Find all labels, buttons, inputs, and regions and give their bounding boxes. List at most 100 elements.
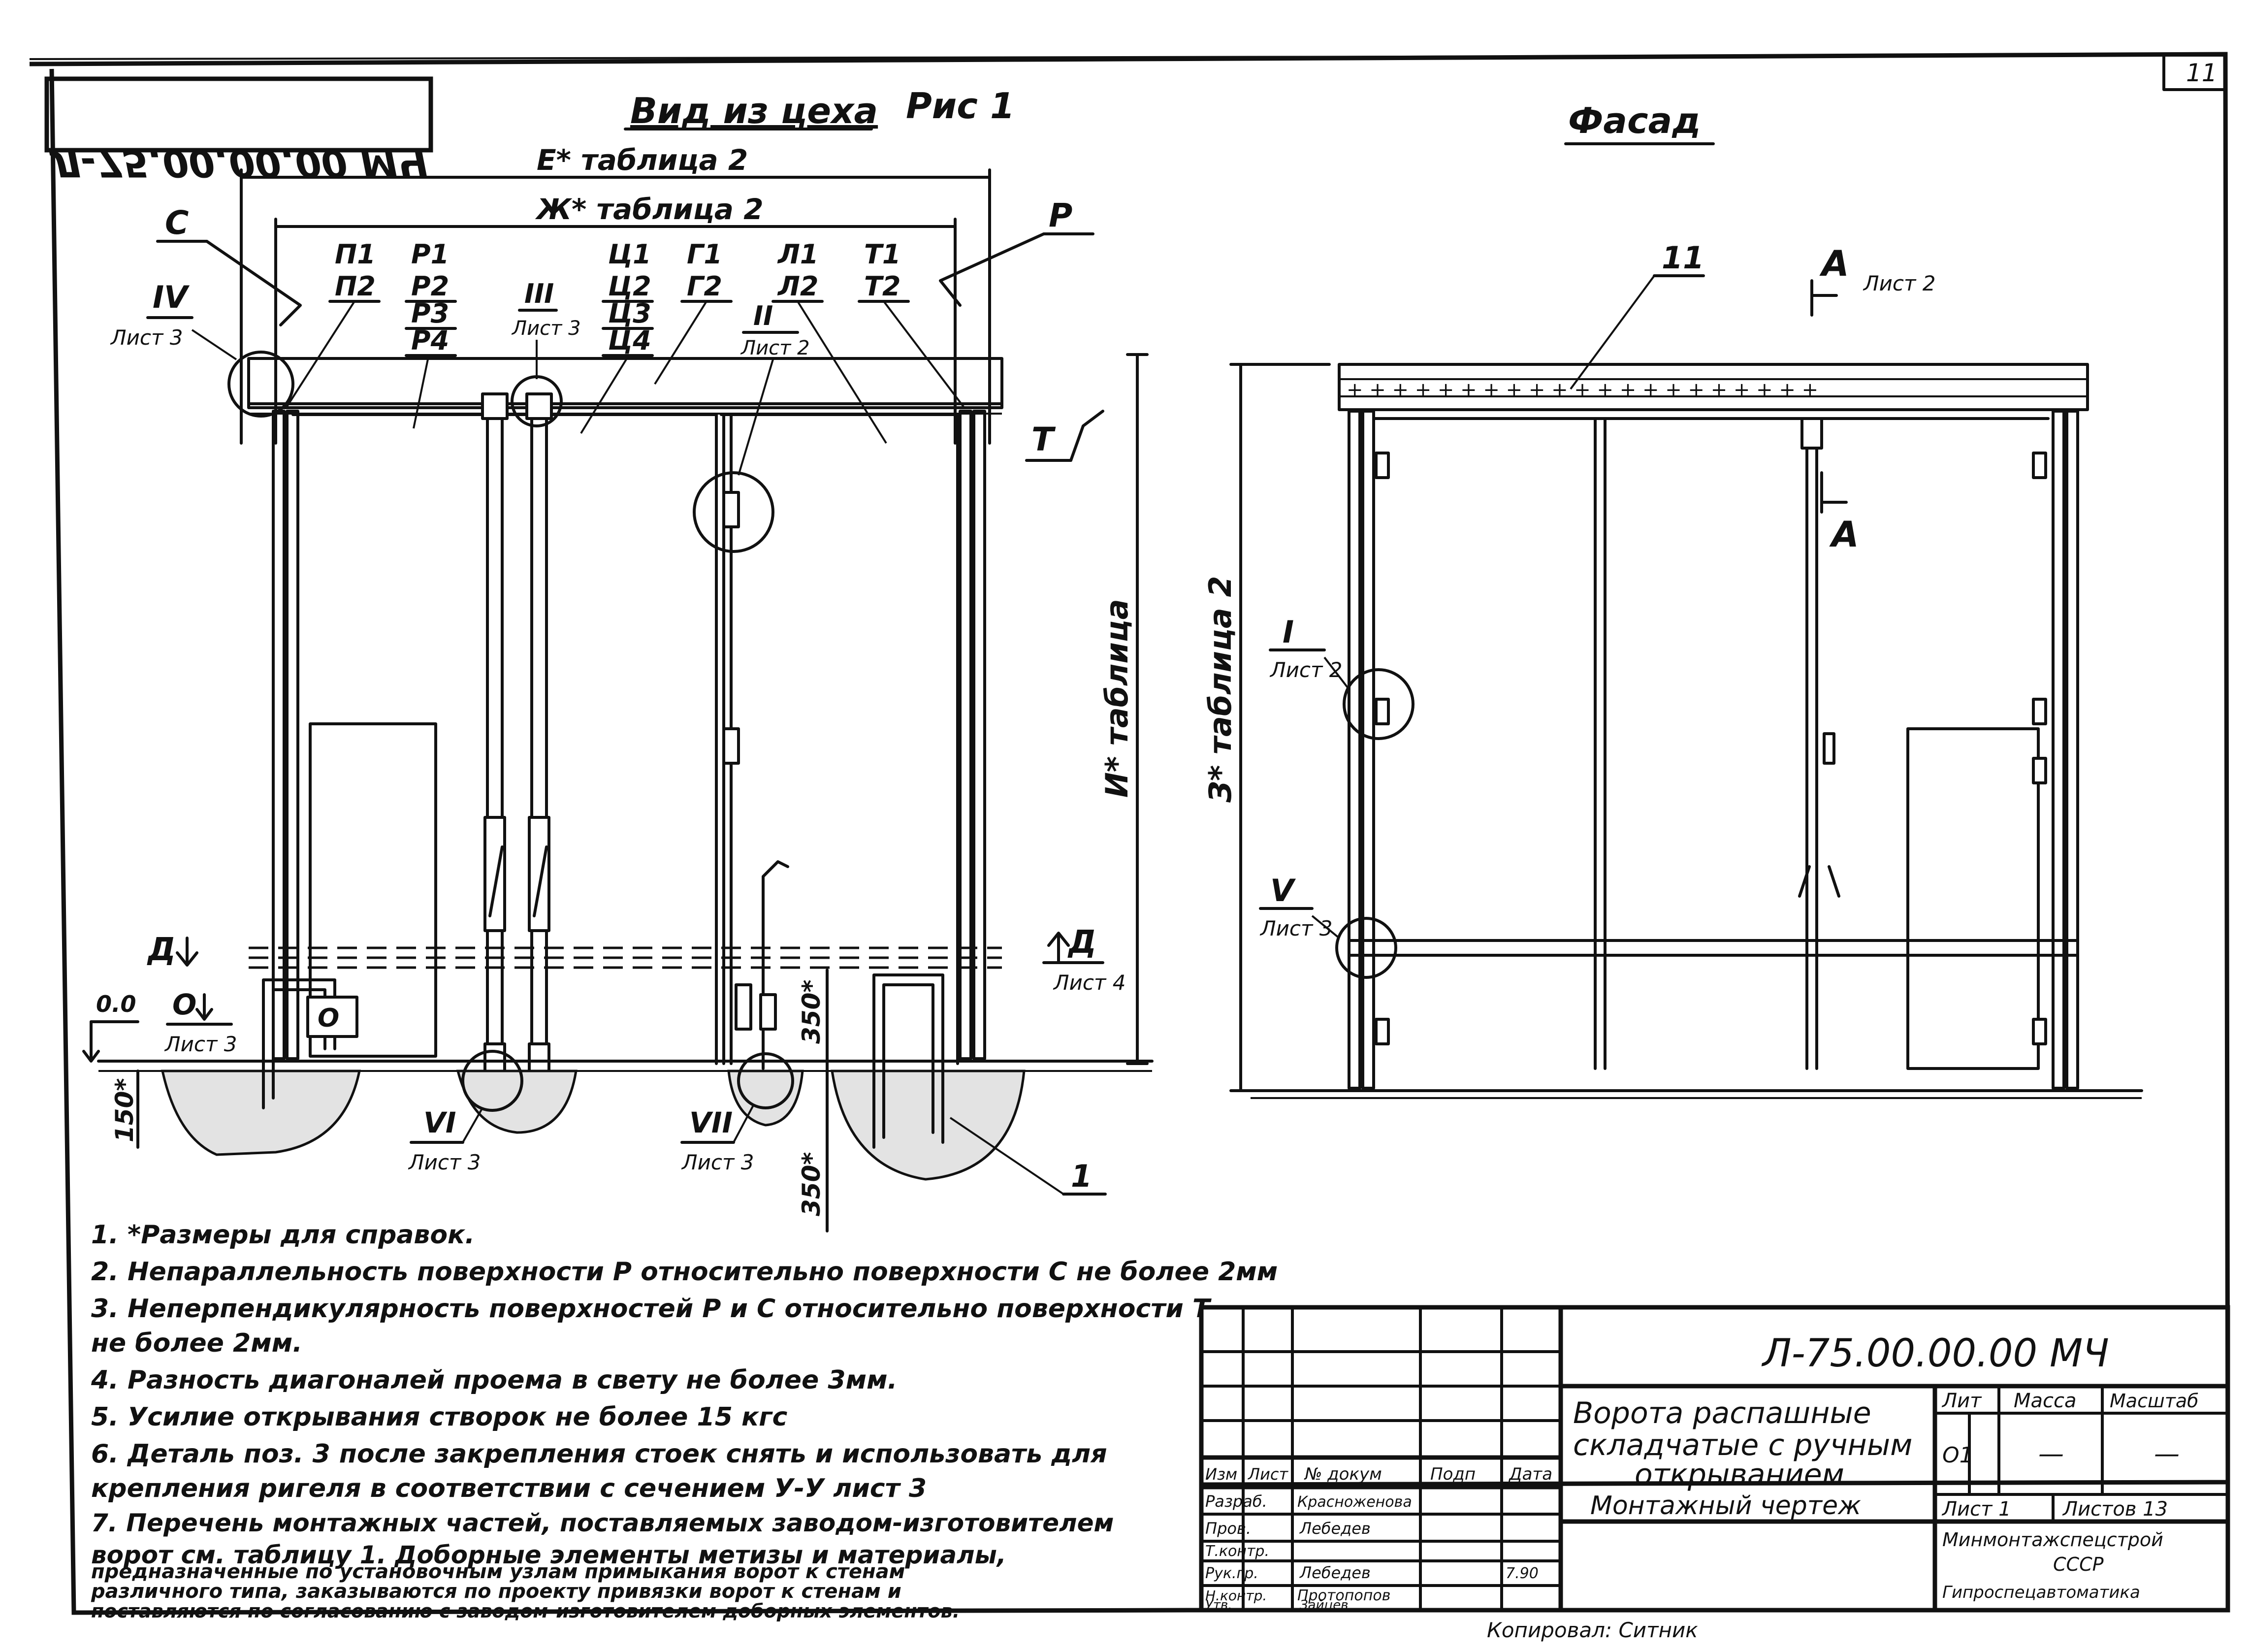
vertical-bolts [481,392,553,1100]
fig-left-label: Рис 1 [906,85,1015,127]
pos-R1: Р1 [411,239,449,270]
note-4: 4. Разность диагоналей проема в свету не… [91,1365,897,1395]
section-D-sheet: Лист 4 [1053,971,1126,995]
pos-R3: Р3 [411,298,449,329]
tb-name-check: Лебедев [1299,1519,1371,1538]
note-6: 6. Деталь поз. 3 после закрепления стоек… [91,1439,1107,1469]
tb-doc-type: Монтажный чертеж [1590,1491,1861,1521]
section-A-top: А [1819,243,1849,284]
node-V-label: V [1270,873,1296,908]
section-D-left: Д [147,932,176,968]
tb-mass-value: — [2038,1439,2064,1469]
figure-view-from-shop: Вид из цеха Рис 1 Е* таблица 2 Ж* таблиц… [82,85,1154,1232]
surface-P-label: Р [1049,196,1072,234]
pos-G2: Г2 [687,271,722,302]
node-II-label: II [753,300,773,331]
dim-Zh-label: Ж* таблица 2 [535,193,764,226]
pos-Ts1: Ц1 [608,239,651,270]
fig-right-title: Фасад [1568,100,1701,141]
tb-col-date: Дата [1508,1464,1552,1484]
section-D-right: Д [1067,924,1096,961]
tb-role-ncontrol: Н.контр. [1205,1587,1267,1604]
tb-org-3: Гипроспецавтоматика [1942,1583,2140,1602]
tb-name-ncontrol: Протопопов [1297,1587,1390,1604]
node-III-sheet: Лист 3 [511,317,581,340]
node-IV-sheet: Лист 3 [110,325,183,350]
tb-name-1: Ворота распашные [1573,1396,1871,1430]
tb-name-2: складчатые с ручным [1573,1428,1912,1462]
tb-mass-label: Масса [2014,1390,2077,1412]
dim-E-label: Е* таблица 2 [537,143,748,177]
pos-11-label: 11 [1662,240,1704,276]
tb-col-doc: № докум [1304,1464,1382,1484]
note-3b: не более 2мм. [91,1328,302,1358]
pos-L1: Л1 [777,239,818,270]
note-7b: ворот см. таблицу 1. Доборные элементы м… [91,1541,1006,1569]
tb-col-sign: Подп [1430,1464,1476,1484]
pos-L2: Л2 [777,271,818,302]
tb-scale-label: Масштаб [2110,1390,2199,1412]
dim-150-label: 150* [110,1078,139,1142]
section-O-box-label: О [318,1004,339,1033]
node-VI-sheet: Лист 3 [408,1150,481,1174]
tb-role-develop: Разраб. [1205,1492,1267,1511]
tb-lit-value: О1 [1942,1443,1973,1468]
sheet-number: 11 [2186,59,2218,87]
figure-facade: Фасад + + + + + + + + + + + + + + + + + … [1202,100,2143,1099]
dim-350-b: 350* [797,1152,826,1216]
node-I-sheet: Лист 2 [1269,658,1343,682]
note-3: 3. Неперпендикулярность поверхностей Р и… [91,1294,1212,1324]
node-VI-label: VI [423,1106,456,1139]
node-VII-label: VII [689,1106,733,1139]
note-7: 7. Перечень монтажных частей, поставляем… [91,1509,1114,1537]
node-IV-label: IV [153,279,190,315]
tb-sheets: Листов 13 [2062,1498,2168,1521]
pos-1-label: 1 [1071,1158,1092,1194]
pos-Ts3: Ц3 [608,298,651,329]
note-7d: различного типа, заказываются по проекту… [91,1580,901,1603]
level-00-label: 0.0 [96,991,136,1017]
tb-org-1: Минмонтажспецстрой [1942,1529,2163,1551]
tb-date-lead: 7.90 [1506,1565,1539,1582]
pos-Ts4: Ц4 [608,325,651,356]
tb-name-3: открыванием [1635,1458,1844,1492]
fig-left-title: Вид из цеха [630,90,878,131]
node-V-sheet: Лист 3 [1259,916,1333,940]
tb-col-list: Лист [1248,1465,1288,1484]
note-1: 1. *Размеры для справок. [91,1220,475,1250]
surface-T-label: Т [1031,421,1056,458]
title-block: Л-75.00.00.00 МЧ Ворота распашные складч… [1199,1305,2230,1613]
tb-role-approve: Утв. [1205,1598,1232,1613]
note-5: 5. Усилие открывания створок не более 15… [91,1402,787,1432]
mirrored-stamp: Л-75.00.00.00 МЧ [44,76,433,185]
tb-role-lead: Рук.гр. [1205,1565,1258,1582]
pos-R4: Р4 [411,325,449,356]
tb-lit-label: Лит [1941,1390,1982,1412]
technical-notes: 1. *Размеры для справок. 2. Непараллельн… [91,1220,1278,1622]
section-O-label: О [172,988,196,1021]
pos-T2: Т2 [864,271,900,302]
pos-G1: Г1 [687,239,722,270]
pos-R2: Р2 [411,271,449,302]
tb-scale-value: — [2154,1439,2180,1469]
tb-role-check: Пров. [1205,1519,1251,1538]
surface-C-label: С [165,204,189,242]
tb-name-lead: Лебедев [1299,1563,1371,1582]
copied-by: Копировал: Ситник [1487,1618,1698,1642]
tb-name-develop: Красноженова [1297,1493,1412,1511]
node-I-label: I [1283,614,1294,650]
node-III-label: III [524,278,554,309]
section-A-bottom: А [1829,514,1859,555]
dim-I-label: И* таблица [1099,599,1135,798]
section-O-sheet: Лист 3 [164,1032,237,1056]
node-II-sheet: Лист 2 [740,337,810,359]
note-2: 2. Непараллельность поверхности Р относи… [91,1257,1278,1287]
tb-role-tcontrol: Т.контр. [1205,1543,1269,1560]
dim-350-a: 350* [797,979,826,1044]
tb-col-izm: Изм [1205,1465,1237,1484]
svg-text:+ + + + + + + + + + + + + + +: + + + + + + + + + + + + + + + + + + + + … [1347,379,1818,401]
pos-Ts2: Ц2 [608,271,651,302]
node-VII-sheet: Лист 3 [681,1150,754,1174]
note-7c: предназначенные по установочным узлам пр… [91,1560,905,1583]
